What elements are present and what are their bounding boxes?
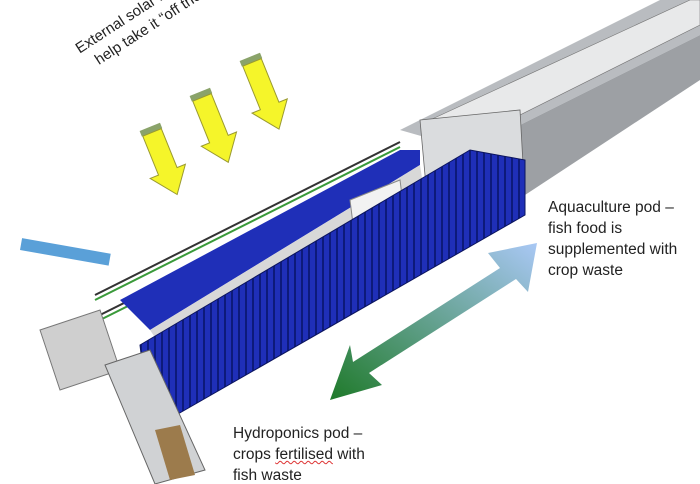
annotation-line: crop waste (548, 262, 623, 279)
text: with (332, 446, 365, 463)
annotation-line: supplemented with (548, 241, 678, 258)
text: crops (233, 446, 276, 463)
hydroponics-pod (120, 149, 526, 431)
annotation-line: fish food is (548, 220, 623, 237)
solar-arrow-2 (189, 87, 238, 164)
hydroponics-annotation: Hydroponics pod – crops fertilised with … (233, 423, 365, 484)
annotation-line: crops fertilised with (233, 444, 365, 465)
aquaculture-annotation: Aquaculture pod – fish food is supplemen… (548, 197, 677, 281)
solar-arrow-1 (139, 122, 187, 196)
annotation-line: Aquaculture pod – (548, 199, 674, 216)
spellcheck-word: fertilised (275, 446, 333, 463)
annotation-line: fish waste (233, 467, 302, 484)
annotation-line: Hydroponics pod – (233, 425, 363, 442)
solar-arrows (139, 52, 289, 196)
solar-arrow-3 (239, 52, 289, 130)
nutrient-exchange-arrow (330, 243, 537, 400)
end-service-box (19, 238, 206, 484)
